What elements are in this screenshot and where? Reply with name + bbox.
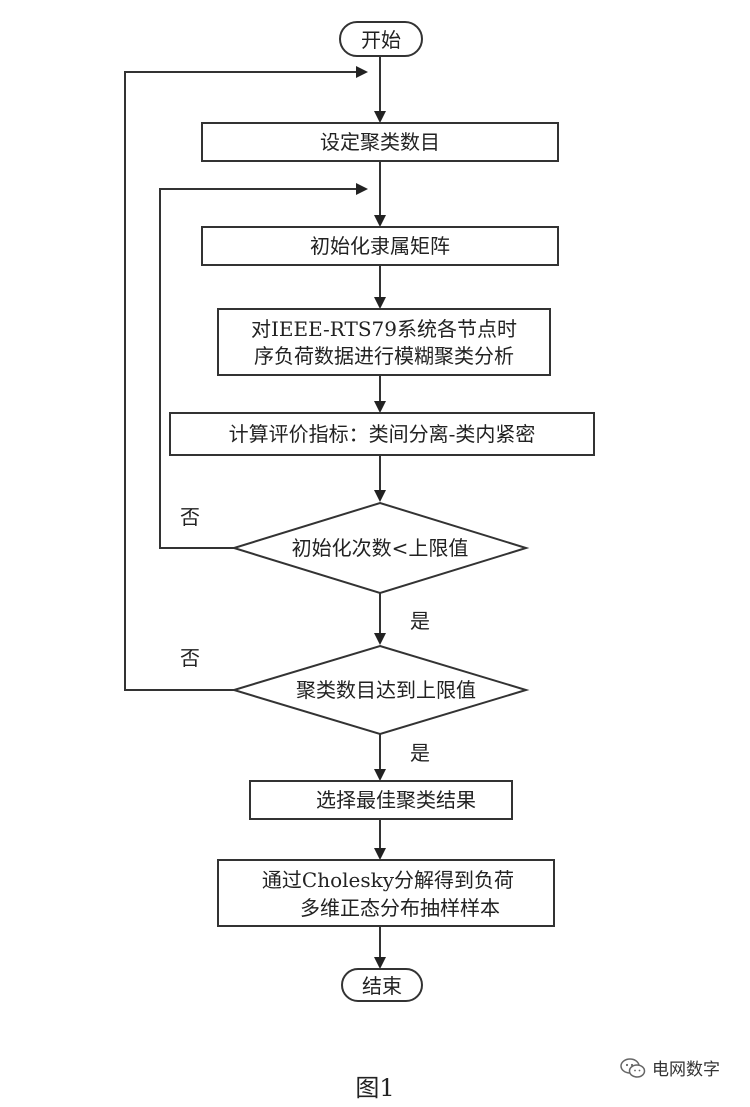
figure-caption: 图1	[355, 1074, 395, 1102]
step-compute-indicator-label: 计算评价指标：类间分离-类内紧密	[229, 422, 536, 446]
step-cholesky-line1: 通过Cholesky分解得到负荷	[262, 868, 514, 892]
decision-init-count: 初始化次数<上限值	[230, 501, 530, 595]
start-label: 开始	[361, 28, 401, 52]
step-set-cluster-number: 设定聚类数目	[201, 122, 559, 162]
step-fuzzy-clustering: 对IEEE-RTS79系统各节点时 序负荷数据进行模糊聚类分析	[217, 308, 551, 376]
step-cholesky: 通过Cholesky分解得到负荷 多维正态分布抽样样本	[217, 859, 555, 927]
step-init-membership-matrix-label: 初始化隶属矩阵	[310, 234, 450, 258]
step-fuzzy-clustering-line1: 对IEEE-RTS79系统各节点时	[251, 317, 517, 341]
decision-init-count-label: 初始化次数<上限值	[292, 536, 469, 560]
step-set-cluster-number-label: 设定聚类数目	[320, 130, 440, 154]
step-fuzzy-clustering-line2: 序负荷数据进行模糊聚类分析	[254, 344, 514, 368]
watermark: 电网数字	[620, 1055, 720, 1080]
start-terminal: 开始	[339, 21, 423, 57]
end-terminal: 结束	[341, 968, 423, 1002]
label-no-1: 否	[180, 505, 200, 529]
label-yes-1: 是	[410, 609, 430, 633]
decision-cluster-count-label: 聚类数目达到上限值	[296, 678, 476, 702]
label-no-2: 否	[180, 646, 200, 670]
decision-cluster-count: 聚类数目达到上限值	[230, 644, 530, 736]
end-label: 结束	[362, 974, 402, 998]
step-select-best-result-label: 选择最佳聚类结果	[316, 788, 476, 812]
step-select-best-result: 选择最佳聚类结果	[249, 780, 513, 820]
step-compute-indicator: 计算评价指标：类间分离-类内紧密	[169, 412, 595, 456]
label-yes-2: 是	[410, 741, 430, 765]
wechat-icon	[620, 1057, 646, 1078]
loop-no-to-init	[159, 183, 368, 549]
loop-no-to-set	[124, 66, 368, 691]
step-init-membership-matrix: 初始化隶属矩阵	[201, 226, 559, 266]
watermark-text: 电网数字	[652, 1060, 720, 1080]
step-cholesky-line2: 多维正态分布抽样样本	[300, 896, 500, 920]
